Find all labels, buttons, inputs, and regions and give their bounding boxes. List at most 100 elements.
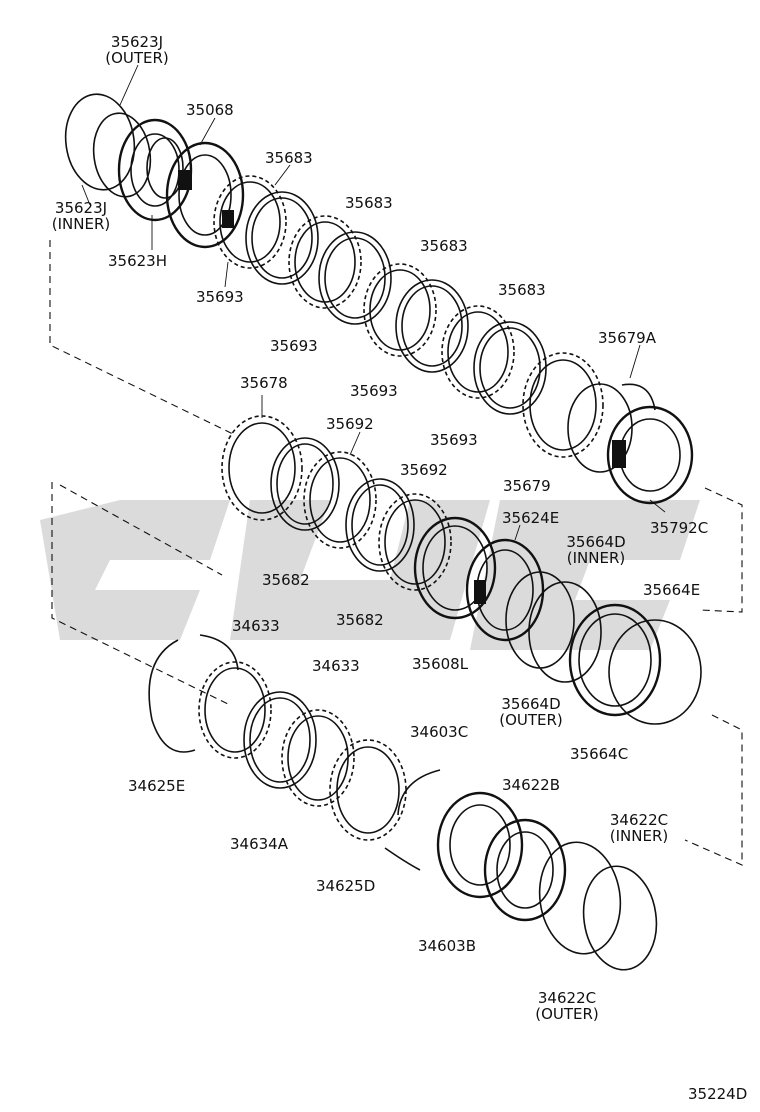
return-spring-35068 xyxy=(165,141,245,249)
part-number: 35623J xyxy=(54,199,108,217)
part-number: 35678 xyxy=(240,374,288,392)
piston-34603b xyxy=(436,791,524,899)
label-35693-4: 35693 xyxy=(430,432,478,448)
part-number: 35664D xyxy=(501,695,561,713)
label-35664e: 35664E xyxy=(643,582,700,598)
snap-ring-35664e xyxy=(608,619,702,725)
label-35683-3: 35683 xyxy=(420,238,468,254)
part-number: 35693 xyxy=(270,337,318,355)
part-number: 34633 xyxy=(312,657,360,675)
label-34633-2: 34633 xyxy=(312,658,360,674)
label-34633-1: 34633 xyxy=(232,618,280,634)
assembly-guide-lines xyxy=(49,240,743,866)
part-number: 35679 xyxy=(503,477,551,495)
label-35623h: 35623H xyxy=(108,253,167,269)
label-35683-1: 35683 xyxy=(265,150,313,166)
o-ring-35664d xyxy=(505,571,602,683)
part-number: 34622C xyxy=(537,989,597,1007)
label-35608l: 35608L xyxy=(412,656,468,672)
o-ring-34622c xyxy=(538,841,658,971)
clutch-plate-35683-2 xyxy=(318,231,392,325)
part-number: 35068 xyxy=(186,101,234,119)
flange-35608l xyxy=(413,516,497,620)
label-35692-1: 35692 xyxy=(326,416,374,432)
label-34603b: 34603B xyxy=(418,938,476,954)
part-number: 35664D xyxy=(566,533,626,551)
part-number: 35664E xyxy=(643,581,701,599)
label-35679a: 35679A xyxy=(598,330,656,346)
clutch-drum-35792c xyxy=(606,405,694,505)
part-number: 34625E xyxy=(128,777,186,795)
clutch-disc-35692-2 xyxy=(378,493,452,591)
part-number: 34603C xyxy=(410,723,469,741)
clutch-disc-35693-4 xyxy=(441,305,515,399)
label-35679: 35679 xyxy=(503,478,551,494)
part-number: 35693 xyxy=(350,382,398,400)
part-note: (INNER) xyxy=(566,549,626,567)
part-number: 35683 xyxy=(265,149,313,167)
clutch-disc-34633-2 xyxy=(281,709,355,807)
label-35792c: 35792C xyxy=(650,520,708,536)
clutch-plate-35682-2 xyxy=(345,478,415,572)
return-spring-34622b xyxy=(483,818,567,922)
label-35683-4: 35683 xyxy=(498,282,546,298)
label-35664d-outer: 35664D (OUTER) xyxy=(490,696,572,728)
part-note: (INNER) xyxy=(51,215,111,233)
clutch-disc-35693-1 xyxy=(213,175,287,269)
part-number: 35682 xyxy=(336,611,384,629)
label-35693-1: 35693 xyxy=(196,289,244,305)
part-number: 34603B xyxy=(418,937,477,955)
clutch-plate-35682-1 xyxy=(270,437,340,531)
part-note: (OUTER) xyxy=(105,49,169,67)
part-number: 35692 xyxy=(400,461,448,479)
part-number: 35792C xyxy=(650,519,709,537)
part-number: 35623J xyxy=(110,33,164,51)
clutch-plate-34634a xyxy=(243,691,317,789)
leader-lines xyxy=(81,64,666,541)
label-34622c-outer: 34622C (OUTER) xyxy=(526,990,608,1022)
part-number: 34622C xyxy=(609,811,669,829)
label-35693-2: 35693 xyxy=(270,338,318,354)
part-note: (OUTER) xyxy=(499,711,563,729)
snap-ring-35679a xyxy=(567,383,656,473)
part-number: 34622B xyxy=(502,776,561,794)
part-number: 35664C xyxy=(570,745,629,763)
label-35682-1: 35682 xyxy=(262,572,310,588)
label-35682-2: 35682 xyxy=(336,612,384,628)
part-number: 35692 xyxy=(326,415,374,433)
retainer-35664c xyxy=(568,603,662,717)
part-number: 34625D xyxy=(316,877,376,895)
part-number: 35693 xyxy=(430,431,478,449)
label-34603c: 34603C xyxy=(410,724,468,740)
part-number: 35608L xyxy=(412,655,469,673)
snap-ring-34625e xyxy=(148,634,239,753)
label-34622c-inner: 34622C (INNER) xyxy=(598,812,680,844)
part-number: 35623H xyxy=(108,252,167,270)
label-35692-2: 35692 xyxy=(400,462,448,478)
part-number: 34633 xyxy=(232,617,280,635)
clutch-plate-34625d xyxy=(329,739,407,841)
part-number: 35682 xyxy=(262,571,310,589)
clutch-plate-35683-3 xyxy=(395,279,469,373)
clutch-plate-35683-1 xyxy=(245,191,319,285)
label-35623j-outer: 35623J (OUTER) xyxy=(96,34,178,66)
footer-code: 35224D xyxy=(688,1085,748,1103)
label-35664d-inner: 35664D (INNER) xyxy=(555,534,637,566)
label-34625e: 34625E xyxy=(128,778,185,794)
part-number: 35683 xyxy=(345,194,393,212)
snap-ring-35623j-outer xyxy=(64,93,152,198)
label-35664c: 35664C xyxy=(570,746,628,762)
part-note: (OUTER) xyxy=(535,1005,599,1023)
label-35624e: 35624E xyxy=(502,510,559,526)
clutch-disc-35692-1 xyxy=(303,451,377,549)
label-34634a: 34634A xyxy=(230,836,288,852)
clutch-disc-35693-2 xyxy=(288,215,362,309)
part-number: 35624E xyxy=(502,509,560,527)
part-number: 34634A xyxy=(230,835,288,853)
part-number: 35679A xyxy=(598,329,656,347)
label-35683-2: 35683 xyxy=(345,195,393,211)
snap-ring-34603c xyxy=(384,769,441,871)
label-35693-3: 35693 xyxy=(350,383,398,399)
part-number: 35683 xyxy=(498,281,546,299)
